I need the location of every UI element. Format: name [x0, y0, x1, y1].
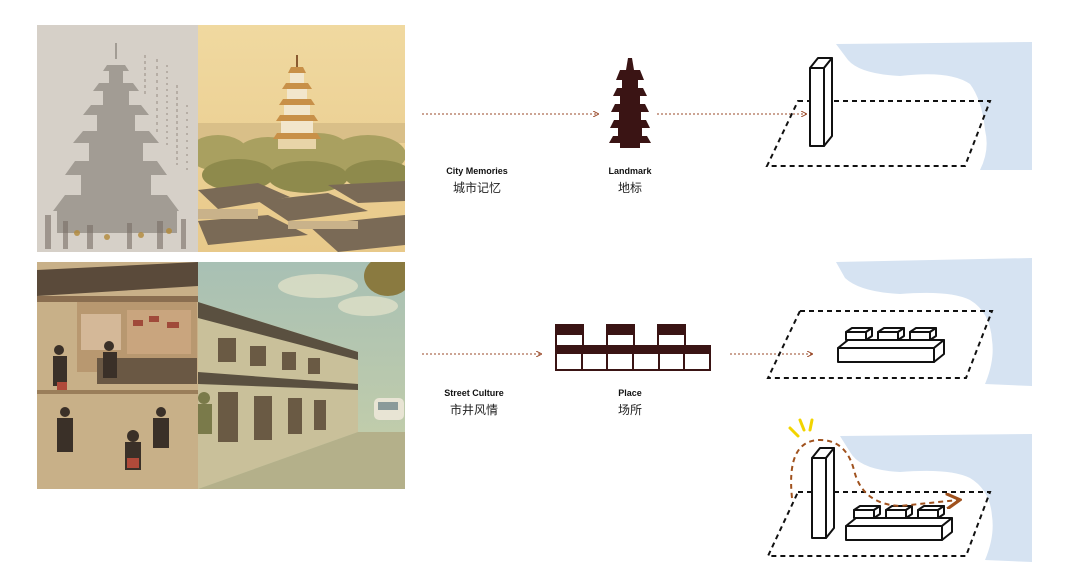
row2-node-label-zh: 场所 — [617, 403, 642, 417]
old-street-photo — [198, 262, 405, 489]
water-shape — [836, 42, 1032, 170]
pagoda-town-photo-panel — [198, 25, 405, 252]
row1-node-label-zh: 地标 — [617, 181, 642, 195]
market-scroll-painting — [37, 262, 198, 489]
water-shape — [840, 434, 1032, 562]
place-scene — [766, 258, 1032, 386]
pagoda-icon — [609, 58, 651, 148]
landmark-scene — [765, 42, 1032, 170]
shop-blocks — [845, 505, 953, 541]
highlight-burst — [788, 418, 814, 438]
row1-node-label-en: Landmark — [608, 166, 652, 176]
combined-scene — [766, 418, 1032, 562]
old-street-photo-panel — [198, 262, 405, 489]
water-shape — [836, 258, 1032, 386]
row1-category-label-en: City Memories — [446, 166, 508, 176]
pagoda-photo-silhouette — [273, 55, 321, 149]
dashed-plot — [766, 491, 992, 557]
pagoda-town-photo — [198, 25, 405, 252]
shop-blocks — [837, 327, 945, 363]
market-scroll-painting-panel — [37, 262, 198, 489]
tower-block — [809, 57, 833, 147]
dashed-plot — [766, 310, 994, 379]
shopfront-blocks-icon — [555, 324, 711, 371]
pagoda-sketch-panel — [37, 25, 198, 252]
pagoda-sketch-image — [37, 25, 198, 252]
row2-node-label-en: Place — [618, 388, 642, 398]
row2-category-label-en: Street Culture — [444, 388, 504, 398]
row1-category-label-zh: 城市记忆 — [452, 181, 501, 195]
dashed-plot — [765, 100, 992, 167]
row2-category-label-zh: 市井风情 — [449, 403, 498, 417]
tower-block — [811, 447, 835, 539]
